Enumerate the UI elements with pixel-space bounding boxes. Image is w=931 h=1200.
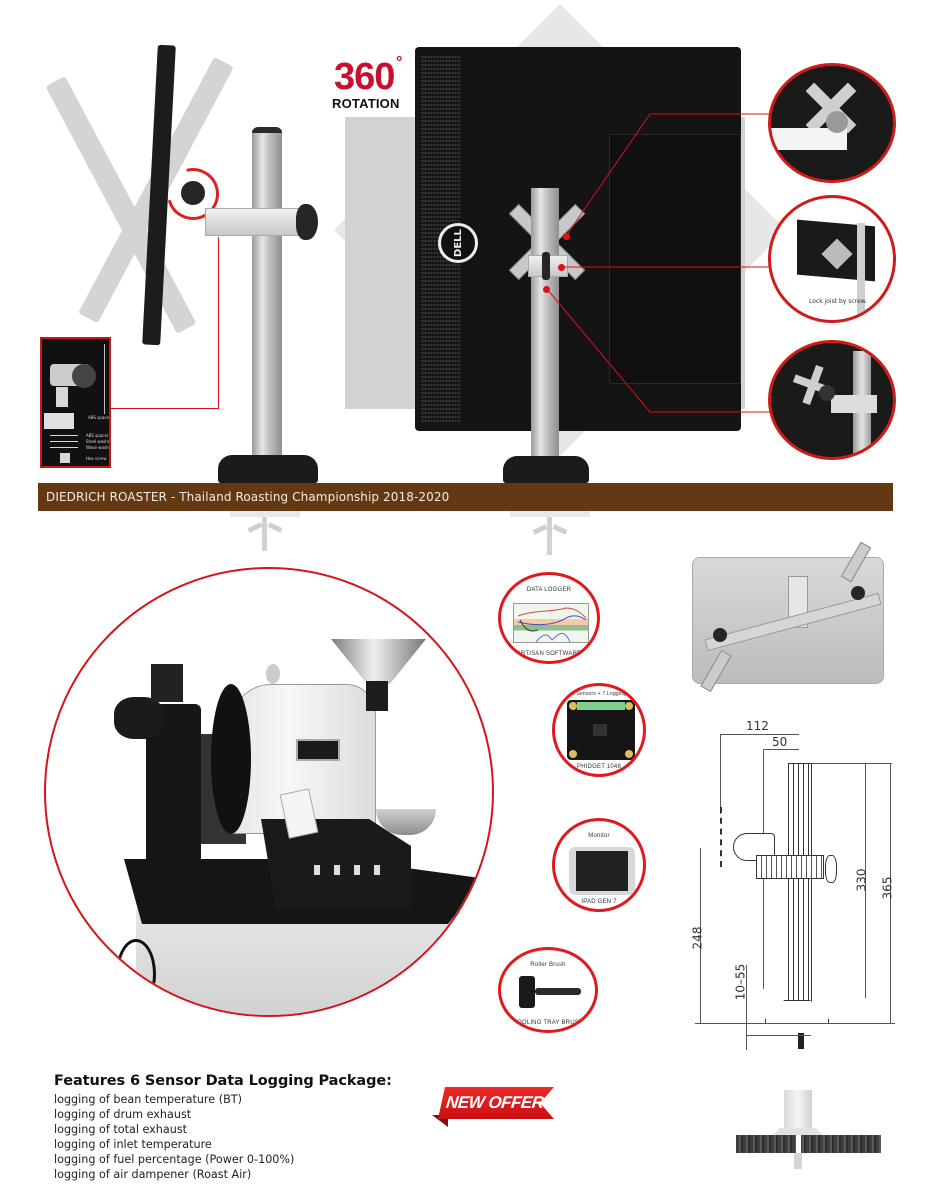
feature-item: logging of bean temperature (BT)	[54, 1093, 242, 1106]
ball-joint	[181, 181, 205, 205]
accessory-roller-brush: Roller Brush COOLING TRAY BRUSH	[498, 947, 598, 1033]
phidget-board	[567, 700, 635, 760]
features-list: logging of bean temperature (BT) logging…	[54, 1092, 294, 1182]
pole-clamp-left	[205, 208, 300, 236]
roaster-cabinet	[136, 909, 466, 1015]
roaster-blower	[114, 697, 164, 739]
locking-knob-left	[296, 204, 318, 240]
feature-item: logging of inlet temperature	[54, 1138, 212, 1151]
dim-height-outer: 365	[880, 876, 895, 900]
callout-label-hex-screw: Hex screw	[86, 456, 107, 461]
roaster-switches	[314, 865, 394, 875]
banner-text: DIEDRICH ROASTER - Thailand Roasting Cha…	[46, 490, 450, 504]
artisan-chart-thumbnail	[513, 603, 589, 643]
drawing-vesa	[720, 807, 723, 867]
detail-circle-vesa	[768, 63, 896, 183]
rotation-degree-symbol: °	[396, 54, 403, 71]
rotation-number: 360	[334, 56, 395, 98]
callout-line-horizontal	[111, 408, 219, 409]
dim-clamp-range: 10–55	[733, 963, 748, 1001]
accessory-phidget: 4 Sensors + 7 Logging PHIDGET 1048	[552, 683, 646, 777]
callout-dot-1	[563, 233, 570, 240]
roaster-photo-circle	[44, 567, 494, 1017]
dell-logo: DELL	[438, 223, 478, 263]
drawing-clamp	[756, 855, 824, 879]
rotation-label: ROTATION	[332, 96, 400, 111]
base-center	[503, 456, 589, 483]
drawing-pole	[788, 763, 812, 1003]
features-title: Features 6 Sensor Data Logging Package:	[54, 1073, 392, 1089]
detail-circle-lock-joist: Lock joist by screw.	[768, 195, 896, 323]
detail-circle-side-mount	[768, 340, 896, 460]
dim-arm-height: 248	[690, 926, 705, 950]
desk-clamp-illustration	[736, 1090, 886, 1170]
accessory-title: Roller Brush	[530, 962, 566, 968]
brush-roller	[519, 976, 535, 1008]
roaster-tablet	[151, 664, 183, 702]
championship-banner: DIEDRICH ROASTER - Thailand Roasting Cha…	[38, 483, 893, 511]
base-left	[218, 455, 318, 483]
artisan-curves	[517, 607, 587, 643]
callout-dot-3	[543, 286, 550, 293]
spacer-callout-box: ABS spacer ABS spacer Steel washer Wave …	[40, 337, 111, 468]
callout-label-abs-spacer-2: ABS spacer	[86, 433, 109, 438]
accessory-data-logger: DATA LOGGER ARTISAN SOFTWARE	[498, 572, 600, 664]
side-view-illustration	[45, 25, 330, 485]
roaster-hopper-neck	[366, 681, 388, 711]
brush-handle	[535, 988, 581, 995]
accessory-caption: IPAD GEN 7	[581, 899, 617, 905]
accessory-title: DATA LOGGER	[526, 587, 572, 593]
desk-board-section	[736, 1135, 881, 1153]
roaster-hopper	[331, 639, 426, 684]
dim-top-inner: 50	[772, 735, 788, 749]
accessory-ipad: Monitor IPAD GEN 7	[552, 818, 646, 912]
ipad-thumbnail	[569, 847, 635, 895]
accessory-caption: PHIDGET 1048	[577, 764, 621, 770]
callout-label-abs-spacer: ABS spacer	[88, 415, 111, 420]
feature-item: logging of air dampener (Roast Air)	[54, 1168, 252, 1181]
roaster-drum-face	[211, 684, 251, 834]
accessory-title: Monitor	[588, 833, 610, 839]
desk-clamp-left	[230, 511, 300, 551]
callout-dot-2	[558, 264, 565, 271]
dim-top-outer: 112	[746, 719, 769, 733]
drawing-base	[765, 1000, 829, 1024]
monitor-io-panel	[609, 134, 741, 384]
dim-height-inner: 330	[854, 868, 869, 892]
pole-center	[531, 188, 559, 460]
feature-item: logging of fuel percentage (Power 0-100%…	[54, 1153, 295, 1166]
new-offer-ribbon[interactable]: NEW OFFER	[432, 1087, 554, 1127]
new-offer-label: NEW OFFER	[445, 1093, 545, 1112]
callout-label-steel-washer: Steel washer	[86, 439, 111, 444]
roaster-sight-window	[296, 739, 340, 761]
accessory-caption: ARTISAN SOFTWARE	[516, 651, 582, 657]
accessory-title: 4 Sensors + 7 Logging	[571, 691, 627, 697]
pole-cap-left	[252, 127, 282, 133]
drawing-knob	[825, 855, 837, 883]
roaster-control-panel	[261, 819, 411, 909]
ribbon-body	[438, 1087, 554, 1119]
desk-clamp-center	[510, 511, 590, 556]
dimension-drawing: 112 50 330 365 248 10–55	[690, 715, 900, 1065]
roaster-power-cable	[116, 939, 156, 1009]
callout-label-wave-washer: Wave washer	[86, 445, 111, 450]
feature-item: logging of total exhaust	[54, 1123, 188, 1136]
lock-joist-caption: Lock joist by screw.	[809, 298, 867, 305]
locking-knob-center	[542, 252, 550, 280]
accessory-caption: COOLING TRAY BRUSH	[512, 1020, 584, 1026]
callout-line-vertical	[218, 237, 219, 409]
pole-left	[252, 130, 282, 460]
monitor-back	[415, 47, 741, 431]
drawing-screw	[798, 1033, 804, 1049]
roaster-pressure-gauge	[266, 664, 280, 684]
feature-item: logging of drum exhaust	[54, 1108, 192, 1121]
callout-lines	[546, 113, 770, 413]
